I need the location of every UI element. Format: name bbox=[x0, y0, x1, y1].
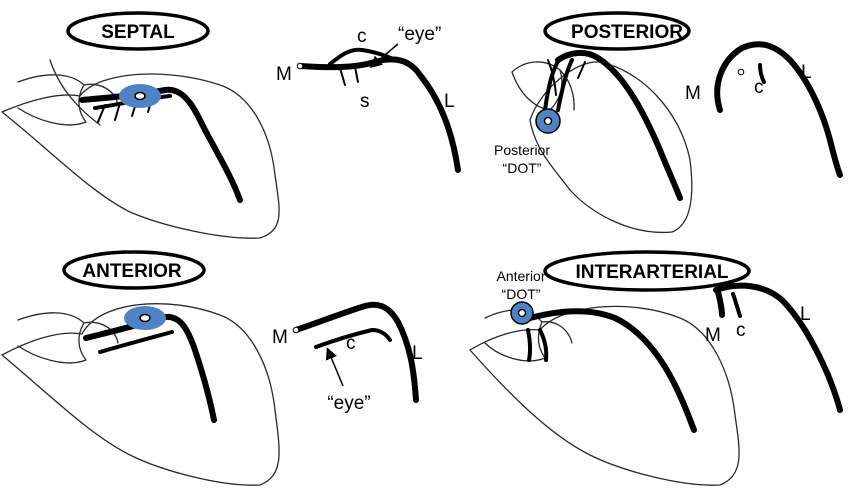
interarterial-title-oval bbox=[543, 250, 751, 292]
interarterial-dot-label-line1: Anterior bbox=[496, 268, 545, 284]
interarterial-dot-label-line2: “DOT” bbox=[502, 286, 541, 302]
septal-schematic: M c s L “eye” bbox=[276, 24, 461, 173]
interarterial-title: INTERARTERIAL bbox=[575, 262, 728, 283]
posterior-title-oval bbox=[543, 11, 691, 51]
anterior-label-c: c bbox=[346, 333, 356, 354]
posterior-dot-label-line2: “DOT” bbox=[503, 160, 542, 176]
posterior-schematic: M c L bbox=[685, 41, 843, 178]
anterior-label-m: M bbox=[272, 327, 288, 348]
septal-heart-outline bbox=[1, 59, 280, 239]
septal-label-m: M bbox=[276, 64, 292, 85]
septal-label-s: s bbox=[360, 91, 370, 112]
posterior-dot-label-line1: Posterior bbox=[494, 142, 550, 158]
interarterial-schematic: M c L bbox=[705, 282, 843, 413]
septal-title: SEPTAL bbox=[101, 22, 175, 43]
septal-eye-arrow bbox=[369, 43, 399, 68]
interarterial-vessels: Anterior “DOT” bbox=[496, 268, 697, 433]
posterior-label-c: c bbox=[754, 77, 764, 98]
anterior-label-eye: “eye” bbox=[327, 393, 370, 414]
posterior-title: POSTERIOR bbox=[571, 22, 683, 43]
septal-label-eye: “eye” bbox=[398, 24, 441, 45]
interarterial-label-l: L bbox=[800, 304, 811, 325]
anterior-heart-outline bbox=[1, 303, 280, 486]
posterior-vessels: Posterior “DOT” bbox=[494, 50, 683, 201]
septal-panel: SEPTAL M c s L “eye” bbox=[1, 11, 461, 239]
septal-label-l: L bbox=[444, 91, 455, 112]
anterior-title: ANTERIOR bbox=[82, 261, 182, 282]
anterior-schematic: M c L “eye” bbox=[272, 301, 423, 414]
posterior-label-l: L bbox=[801, 62, 812, 83]
septal-title-oval bbox=[66, 11, 210, 51]
interarterial-heart-outline bbox=[469, 305, 740, 486]
septal-vessels bbox=[79, 84, 243, 203]
posterior-label-m: M bbox=[685, 83, 701, 104]
anterior-title-oval bbox=[62, 250, 206, 290]
interarterial-label-m: M bbox=[705, 325, 721, 346]
anterior-eye-arrow bbox=[325, 347, 344, 387]
interarterial-panel: INTERARTERIAL Anterior “DOT” M c L bbox=[469, 250, 843, 486]
interarterial-label-c: c bbox=[736, 320, 746, 341]
posterior-panel: POSTERIOR Posterior “DOT” M c L bbox=[494, 11, 843, 234]
anterior-panel: ANTERIOR M c L “eye” bbox=[1, 250, 423, 486]
anterior-label-l: L bbox=[412, 343, 423, 364]
anterior-vessels bbox=[83, 306, 217, 423]
septal-label-c: c bbox=[357, 26, 367, 47]
